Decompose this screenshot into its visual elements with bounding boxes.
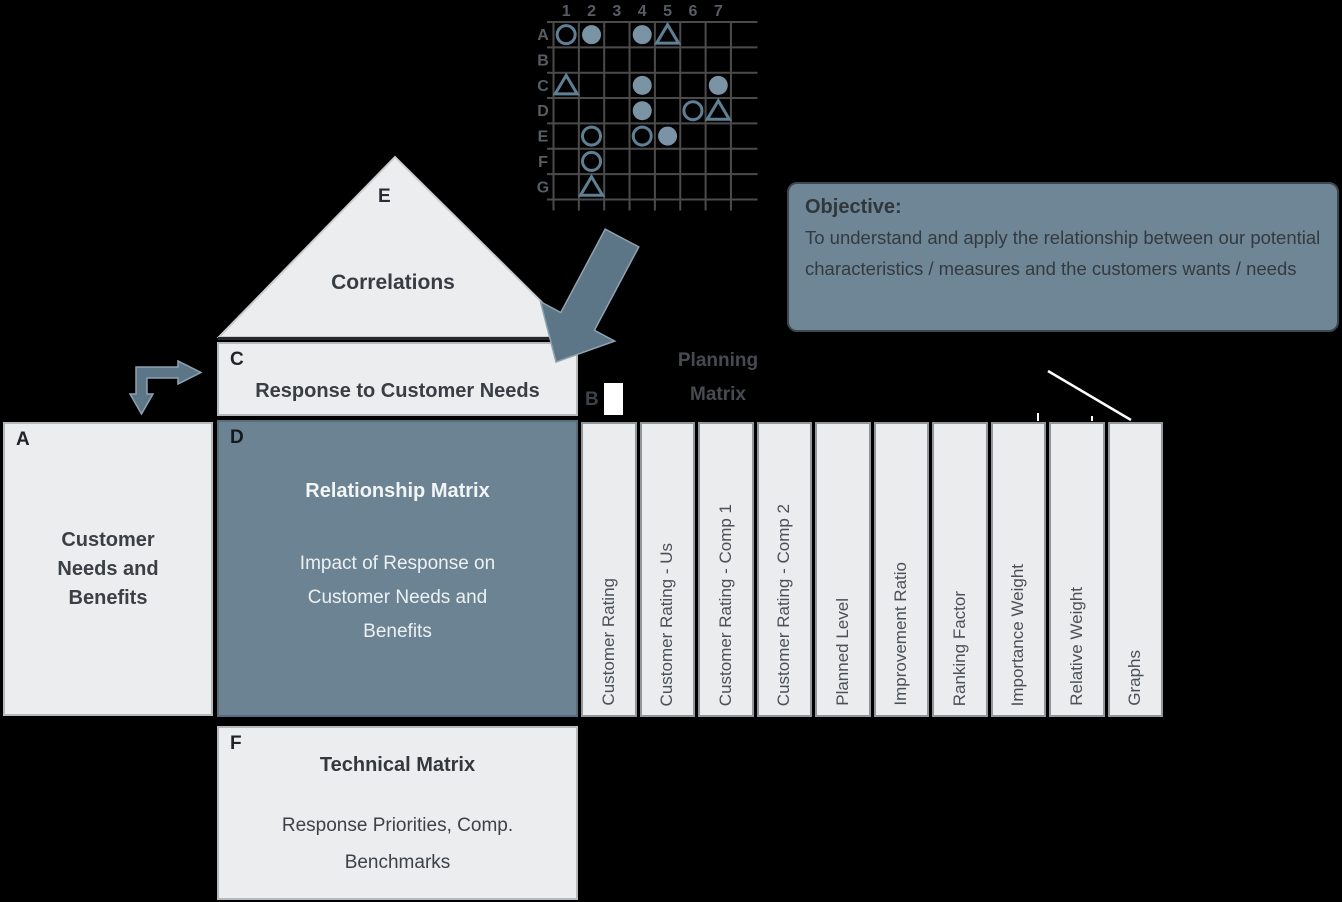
relationship-matrix-subtitle: Impact of Response on Customer Needs and… (299, 553, 496, 643)
planning-column: Ranking Factor (932, 422, 988, 717)
open-circle-symbol (581, 150, 603, 172)
triangle-symbol (653, 21, 682, 45)
roof-triangle (216, 155, 580, 338)
planning-column-label: Customer Rating - Comp 2 (774, 503, 794, 706)
planning-column-label: Planned Level (832, 598, 852, 706)
open-circle-symbol (581, 125, 603, 147)
relationship-matrix-box: D Relationship Matrix Impact of Response… (217, 420, 578, 717)
grid-col-label: 4 (638, 3, 647, 20)
triangle-symbol (552, 72, 580, 96)
technical-matrix-box: F Technical Matrix Response Priorities, … (217, 726, 578, 900)
filled-circle-symbol (582, 25, 602, 45)
planning-column-label: Improvement Ratio (891, 562, 911, 706)
planning-column: Customer Rating - Comp 2 (756, 422, 812, 717)
customer-needs-box: A Customer Needs and Benefits (3, 422, 213, 716)
grid-row-label: A (537, 27, 549, 44)
filled-circle-symbol (632, 101, 652, 121)
technical-matrix-subtitle: Response Priorities, Comp. Benchmarks (281, 815, 514, 874)
objective-callout: Objective: To understand and apply the r… (787, 182, 1339, 332)
grid-row-label: G (537, 179, 549, 196)
planning-column-label: Relative Weight (1066, 587, 1086, 706)
grid-row-label: C (537, 78, 549, 95)
response-box-label: C (230, 349, 244, 370)
planning-column: Customer Rating - Us (639, 422, 695, 717)
planning-column-label: Customer Rating - Comp 1 (715, 503, 735, 706)
triangle-symbol (577, 173, 606, 197)
roof-label: E (378, 186, 391, 207)
grid-row-label: D (537, 103, 549, 120)
grid-col-label: 5 (663, 3, 672, 20)
technical-matrix-label: F (230, 733, 242, 754)
grid-col-label: 1 (562, 3, 571, 20)
filled-circle-symbol (708, 75, 728, 95)
planning-matrix-label: B (585, 389, 599, 410)
customer-needs-title: Customer Needs and Benefits (57, 528, 159, 609)
response-box: C Response to Customer Needs (217, 342, 578, 416)
planning-label-marker (604, 383, 623, 415)
filled-circle-symbol (658, 126, 678, 146)
planning-column: Customer Rating (581, 422, 637, 717)
planning-column-label: Graphs (1125, 650, 1145, 706)
planning-column: Graphs (1107, 422, 1163, 717)
planning-column: Importance Weight (990, 422, 1046, 717)
grid-col-label: 7 (714, 3, 723, 20)
planning-column-label: Customer Rating (598, 578, 618, 706)
filled-circle-symbol (632, 25, 652, 45)
grid-row-label: B (537, 53, 549, 70)
grid-row-label: E (538, 129, 549, 146)
customer-needs-box-label: A (16, 429, 30, 450)
relationship-matrix-label: D (230, 427, 244, 448)
planning-column-label: Importance Weight (1008, 563, 1028, 706)
planning-column-label: Customer Rating - Us (657, 542, 677, 706)
planning-column: Improvement Ratio (873, 422, 929, 717)
open-circle-symbol (631, 125, 653, 147)
response-title: Response to Customer Needs (255, 380, 540, 402)
planning-column: Relative Weight (1049, 422, 1105, 717)
grid-col-label: 6 (688, 3, 697, 20)
elbow-double-arrow-icon (128, 359, 203, 416)
open-circle-symbol (682, 100, 704, 122)
planning-columns: Customer Rating Customer Rating - Us Custo… (581, 422, 1163, 717)
planning-column-label: Ranking Factor (949, 590, 969, 706)
planning-column: Planned Level (815, 422, 871, 717)
grid-col-label: 2 (587, 3, 596, 20)
technical-matrix-title: Technical Matrix (319, 754, 476, 776)
objective-callout-line (1047, 369, 1132, 422)
planning-matrix-title: Planning Matrix (677, 350, 759, 406)
relationship-matrix-title: Relationship Matrix (305, 480, 490, 502)
grid-row-label: F (538, 154, 548, 171)
triangle-symbol (704, 97, 732, 121)
roof-title: Correlations (331, 271, 455, 294)
planning-column: Customer Rating - Comp 1 (698, 422, 754, 717)
grid-col-label: 3 (612, 3, 621, 20)
objective-body: To understand and apply the relationship… (805, 227, 1321, 280)
open-circle-symbol (555, 24, 577, 46)
objective-heading: Objective: (805, 196, 902, 218)
filled-circle-symbol (632, 75, 652, 95)
